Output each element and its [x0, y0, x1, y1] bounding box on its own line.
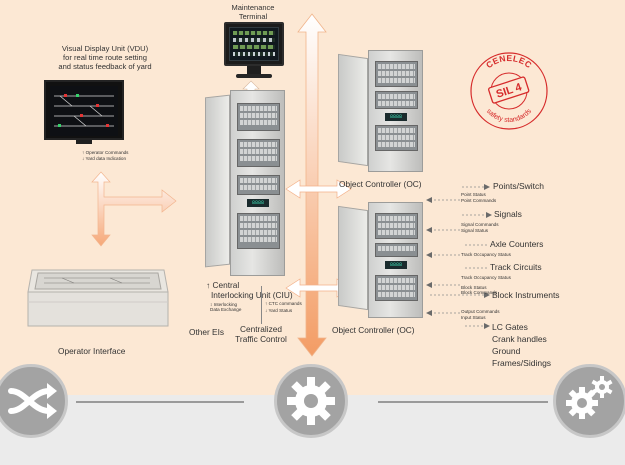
points-status: Point Status: [461, 192, 486, 197]
oc-top-rack-1: [375, 61, 418, 87]
gear-icon: [274, 364, 348, 438]
vdu-monitor: [44, 80, 124, 140]
signal-status: Signal Status: [461, 228, 489, 233]
axle-counters-label: Axle Counters: [490, 239, 544, 249]
vdu-stand: [76, 140, 92, 144]
oc-bottom-rack-1: [375, 213, 418, 239]
ciu-oc-arrow-top: [285, 179, 352, 199]
oc-bottom-cabinet: 8888: [368, 202, 423, 318]
oc-bottom-label: Object Controller (OC): [332, 325, 415, 335]
ciu-cabinet-door: [205, 94, 230, 268]
svg-text:CENELEC: CENELEC: [484, 53, 534, 70]
points-switch-label: Points/Switch: [493, 181, 545, 191]
oc-bottom-door: [338, 205, 368, 311]
oc-top-rack-3: [375, 125, 418, 151]
maintenance-terminal-label: Maintenance Terminal: [231, 3, 275, 21]
ciu-rack-1: [237, 103, 280, 131]
oc-bottom-rack-2: [375, 243, 418, 257]
ciu-yard-status: ↓ Yard Status: [265, 308, 293, 313]
gears-icon: [553, 364, 625, 438]
cenelec-seal: CENELEC safety standards SIL 4: [466, 48, 552, 134]
vdu-operator-commands: ↑ Operator Commands: [82, 150, 129, 155]
axle-occupancy-status: Track Occupancy Status: [461, 252, 511, 257]
lc-output-commands: Output Commands: [461, 309, 500, 314]
block-instruments-label: Block Instruments: [492, 290, 560, 300]
lc-input-status: Input Status: [461, 315, 486, 320]
ciu-label-1: ↑ Central: [206, 280, 240, 290]
maintenance-terminal-monitor: [224, 22, 284, 66]
vdu-yard-data: ↓ Yard data Indication: [82, 156, 127, 161]
track-occupancy-status: Track Occupancy Status: [461, 275, 511, 280]
ciu-label-2: Interlocking Unit (CIU): [211, 290, 293, 300]
main-bus-arrow: [297, 13, 327, 357]
other-eis-label: Other EIs: [189, 327, 225, 337]
bottom-divider-left: [76, 401, 244, 403]
shuffle-icon: [0, 364, 68, 438]
oc-bottom-display: 8888: [385, 261, 407, 269]
signals-label: Signals: [494, 209, 522, 219]
ciu-rack-3: [237, 175, 280, 195]
ciu-vertical-line: [261, 286, 262, 324]
oc-top-display: 8888: [385, 113, 407, 121]
signal-commands: Signal Commands: [461, 222, 499, 227]
vdu-yard-display: [54, 94, 114, 127]
points-commands: Point Commands: [461, 198, 497, 203]
ciu-interlocking-exchange: ↕ Interlocking Data Exchange: [210, 302, 242, 313]
oc-top-door: [338, 53, 368, 167]
operator-interface-label: Operator Interface: [58, 346, 126, 356]
ciu-ctc-commands: ↑ CTC commands: [265, 301, 302, 306]
operator-ciu-arrow: [91, 171, 177, 247]
cenelec-bottom-text: safety standards: [485, 108, 533, 125]
svg-text:safety standards: safety standards: [485, 108, 533, 125]
ctc-label: Centralized Traffic Control: [235, 324, 287, 344]
oc-top-cabinet: 8888: [368, 50, 423, 172]
oc-top-rack-2: [375, 91, 418, 109]
oc-top-label: Object Controller (OC): [339, 179, 422, 189]
vdu-label: Visual Display Unit (VDU) for real time …: [58, 44, 152, 71]
operator-console: [22, 262, 172, 328]
bottom-divider-right: [378, 401, 548, 403]
lc-gates-label: LC Gates Crank handles Ground Frames/Sid…: [492, 322, 552, 368]
ciu-rack-4: [237, 213, 280, 249]
block-commands: Block Commands: [461, 290, 497, 295]
cenelec-top-text: CENELEC: [484, 53, 533, 70]
block-status: Block Status: [461, 285, 487, 290]
ciu-rack-2: [237, 139, 280, 167]
oc-bottom-rack-3: [375, 275, 418, 301]
track-circuits-label: Track Circuits: [490, 262, 542, 272]
ciu-cabinet: 8888: [230, 90, 285, 276]
maintenance-terminal-stand: [247, 66, 261, 74]
maintenance-terminal-base: [236, 74, 272, 78]
ciu-display: 8888: [247, 199, 269, 207]
